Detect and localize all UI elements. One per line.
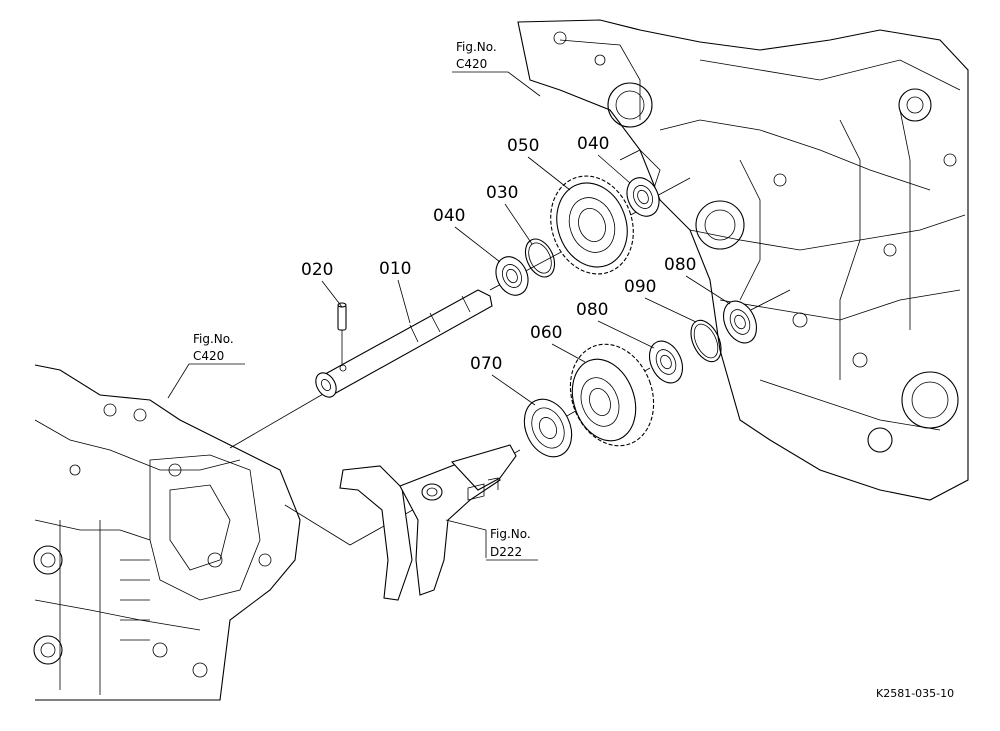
label-070: 070 xyxy=(470,354,502,374)
label-080-left: 080 xyxy=(576,300,608,320)
figure-ref-left-code: C420 xyxy=(193,349,224,363)
figure-ref-fork-code: D222 xyxy=(490,545,522,559)
label-040-left: 040 xyxy=(433,206,465,226)
part-number-labels: 020 010 040 030 050 040 080 090 080 060 … xyxy=(301,134,731,406)
bearing-070 xyxy=(523,398,573,458)
shaft-010 xyxy=(315,289,493,398)
transmission-case-right xyxy=(517,19,969,501)
bearing-080-right xyxy=(722,300,758,344)
gear-050 xyxy=(550,175,634,275)
figure-ref-left-label: Fig.No. xyxy=(193,332,234,346)
gear-060 xyxy=(569,343,655,447)
figure-ref-fork: Fig.No. D222 xyxy=(486,527,538,561)
label-080-right: 080 xyxy=(664,255,696,275)
label-050: 050 xyxy=(507,136,539,156)
label-010: 010 xyxy=(379,259,411,279)
circlip-090 xyxy=(690,319,722,363)
label-030: 030 xyxy=(486,183,518,203)
transmission-case-left xyxy=(33,364,301,701)
drawing-code: K2581-035-10 xyxy=(876,687,954,700)
figure-ref-top-label: Fig.No. xyxy=(456,40,497,54)
figure-ref-top-code: C420 xyxy=(456,57,487,71)
label-060: 060 xyxy=(530,323,562,343)
bearing-040-right xyxy=(626,177,660,217)
label-040-right: 040 xyxy=(577,134,609,154)
bearing-080-left xyxy=(648,340,684,384)
pin-020 xyxy=(337,302,347,366)
shift-fork xyxy=(339,444,517,601)
figure-ref-top: Fig.No. C420 xyxy=(452,40,541,97)
figure-ref-left: Fig.No. C420 xyxy=(167,332,245,399)
label-090: 090 xyxy=(624,277,656,297)
label-020: 020 xyxy=(301,260,333,280)
circlip-030 xyxy=(524,238,556,278)
bearing-040-left xyxy=(495,256,529,296)
figure-ref-fork-label: Fig.No. xyxy=(490,527,531,541)
